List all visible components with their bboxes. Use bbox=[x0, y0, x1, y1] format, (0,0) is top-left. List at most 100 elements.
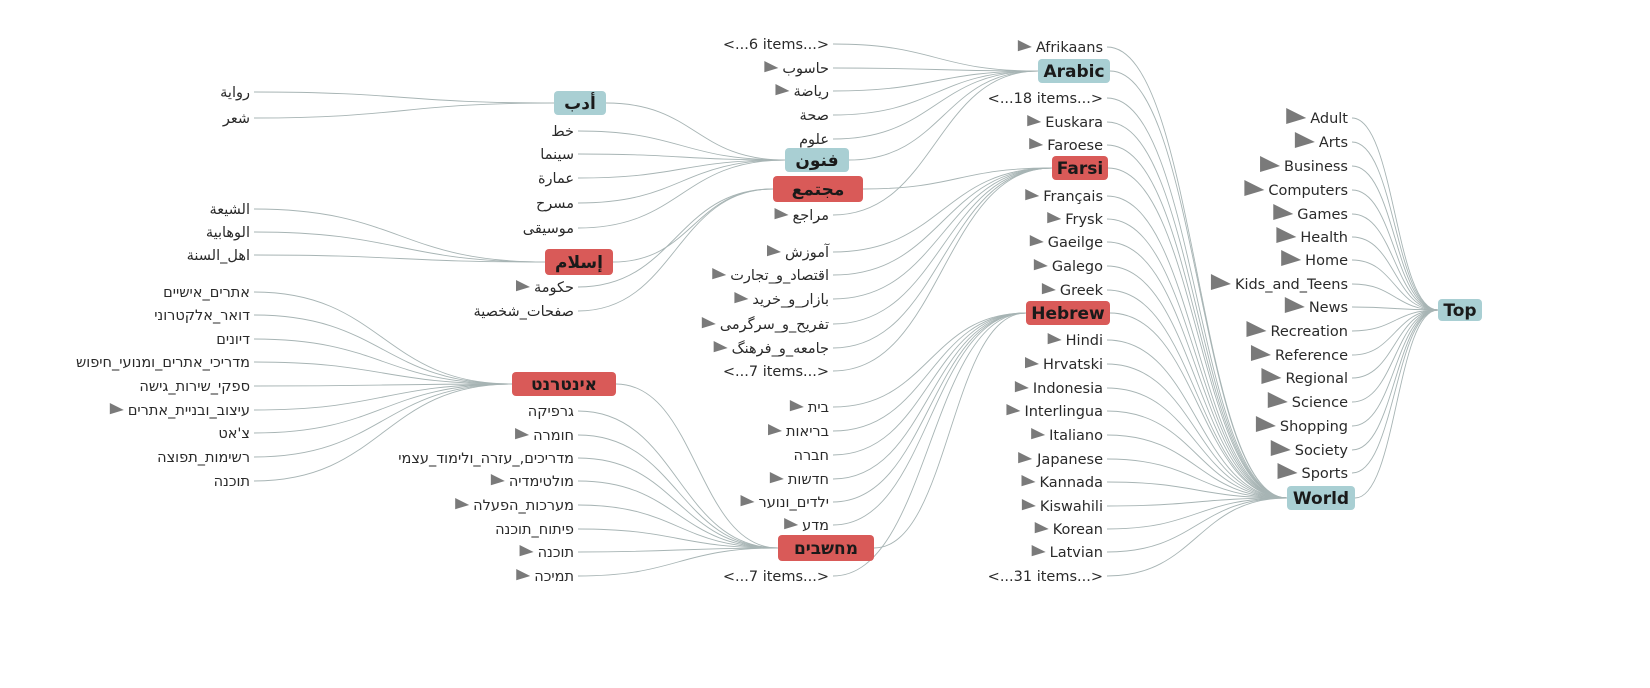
hub-node-islam[interactable]: إسلام bbox=[545, 249, 613, 275]
expand-arrow-icon[interactable] bbox=[734, 292, 749, 304]
tree-node-world-4[interactable]: Français bbox=[1025, 189, 1103, 205]
tree-node-arabic-0[interactable]: <...6 items...> bbox=[723, 37, 829, 53]
expand-arrow-icon[interactable] bbox=[455, 498, 470, 510]
expand-arrow-icon[interactable] bbox=[1031, 428, 1046, 440]
expand-arrow-icon[interactable] bbox=[519, 545, 534, 557]
tree-node-world-14[interactable]: Japanese bbox=[1018, 452, 1103, 468]
tree-node-islam-0[interactable]: الشيعة bbox=[209, 202, 250, 218]
expand-arrow-icon[interactable] bbox=[1025, 189, 1040, 201]
tree-node-mahshevim-1[interactable]: חומרה bbox=[515, 428, 574, 444]
tree-node-world-16[interactable]: Kiswahili bbox=[1021, 499, 1103, 515]
expand-arrow-icon[interactable] bbox=[1047, 212, 1062, 224]
tree-node-adab-1[interactable]: شعر bbox=[222, 111, 250, 127]
tree-node-top-1[interactable]: Arts bbox=[1294, 132, 1348, 151]
tree-node-top-14[interactable]: Society bbox=[1270, 440, 1349, 459]
expand-arrow-icon[interactable] bbox=[1261, 368, 1282, 384]
expand-arrow-icon[interactable] bbox=[1027, 115, 1042, 127]
tree-node-top-4[interactable]: Games bbox=[1273, 204, 1348, 223]
tree-node-hebrew-2[interactable]: חברה bbox=[793, 448, 829, 464]
expand-arrow-icon[interactable] bbox=[713, 341, 728, 353]
expand-arrow-icon[interactable] bbox=[109, 403, 124, 415]
tree-node-mahshevim-6[interactable]: תוכנה bbox=[519, 545, 574, 561]
tree-node-world-15[interactable]: Kannada bbox=[1021, 475, 1104, 491]
tree-node-internet-4[interactable]: ספקי_שירות_גישה bbox=[139, 379, 250, 395]
tree-node-world-3[interactable]: Faroese bbox=[1029, 138, 1103, 154]
tree-node-world-12[interactable]: Interlingua bbox=[1006, 404, 1103, 420]
tree-node-funun-2[interactable]: عمارة bbox=[538, 171, 574, 187]
tree-node-world-10[interactable]: Hrvatski bbox=[1025, 357, 1103, 373]
tree-node-farsi-0[interactable]: آموزش bbox=[767, 243, 830, 261]
expand-arrow-icon[interactable] bbox=[1021, 475, 1036, 487]
expand-arrow-icon[interactable] bbox=[1014, 381, 1029, 393]
expand-arrow-icon[interactable] bbox=[764, 61, 779, 73]
expand-arrow-icon[interactable] bbox=[740, 495, 755, 507]
hub-node-top[interactable]: Top bbox=[1438, 299, 1482, 321]
tree-node-top-9[interactable]: Recreation bbox=[1246, 321, 1348, 340]
expand-arrow-icon[interactable] bbox=[1294, 132, 1315, 148]
expand-arrow-icon[interactable] bbox=[775, 84, 790, 96]
expand-arrow-icon[interactable] bbox=[1267, 392, 1288, 408]
tree-node-farsi-3[interactable]: تفريح_و_سرگرمی bbox=[701, 316, 829, 333]
tree-node-arabic-2[interactable]: رياضة bbox=[775, 84, 829, 100]
tree-node-internet-7[interactable]: רשימות_תפוצה bbox=[157, 450, 250, 466]
expand-arrow-icon[interactable] bbox=[1029, 235, 1044, 247]
tree-node-top-8[interactable]: News bbox=[1284, 297, 1348, 316]
expand-arrow-icon[interactable] bbox=[515, 428, 530, 440]
hub-node-funun[interactable]: فنون bbox=[785, 148, 849, 172]
tree-node-islam-1[interactable]: الوهابية bbox=[206, 225, 250, 241]
tree-node-funun-4[interactable]: موسيقى bbox=[523, 221, 574, 237]
tree-node-top-10[interactable]: Reference bbox=[1250, 345, 1348, 364]
tree-node-mahshevim-5[interactable]: פיתוח_תוכנה bbox=[495, 522, 574, 538]
hub-node-hebrew[interactable]: Hebrew bbox=[1026, 301, 1110, 325]
tree-node-world-6[interactable]: Gaeilge bbox=[1029, 235, 1103, 251]
expand-arrow-icon[interactable] bbox=[768, 424, 783, 436]
tree-node-world-1[interactable]: <...18 items...> bbox=[988, 91, 1103, 107]
hub-node-farsi[interactable]: Farsi bbox=[1052, 156, 1108, 180]
tree-node-mahshevim-2[interactable]: מדריכים,_עזרה_ולימוד_עצמי bbox=[398, 451, 574, 467]
expand-arrow-icon[interactable] bbox=[1034, 522, 1049, 534]
tree-node-funun-0[interactable]: خط bbox=[551, 124, 574, 140]
tree-node-hebrew-3[interactable]: חדשות bbox=[769, 472, 829, 488]
tree-node-arabic-5[interactable]: مراجع bbox=[774, 208, 829, 224]
tree-node-top-11[interactable]: Regional bbox=[1261, 368, 1348, 387]
tree-node-mahshevim-0[interactable]: גרפיקה bbox=[528, 404, 574, 420]
hub-node-mujtama[interactable]: مجتمع bbox=[773, 176, 863, 202]
tree-node-world-13[interactable]: Italiano bbox=[1031, 428, 1103, 444]
expand-arrow-icon[interactable] bbox=[1047, 333, 1062, 345]
expand-arrow-icon[interactable] bbox=[1033, 259, 1048, 271]
expand-arrow-icon[interactable] bbox=[1017, 40, 1032, 52]
tree-node-internet-6[interactable]: צ'אט bbox=[218, 426, 250, 442]
tree-node-arabic-1[interactable]: حاسوب bbox=[764, 61, 829, 77]
tree-node-farsi-5[interactable]: <...7 items...> bbox=[723, 364, 829, 380]
tree-node-hebrew-6[interactable]: <...7 items...> bbox=[723, 569, 829, 585]
tree-node-farsi-2[interactable]: بازار_و_خريد bbox=[734, 292, 829, 308]
tree-node-mujtama-0[interactable]: حكومة bbox=[515, 280, 574, 296]
tree-node-top-0[interactable]: Adult bbox=[1286, 108, 1348, 127]
expand-arrow-icon[interactable] bbox=[769, 472, 784, 484]
tree-node-funun-1[interactable]: سينما bbox=[540, 147, 574, 163]
tree-node-top-6[interactable]: Home bbox=[1281, 250, 1348, 269]
tree-node-internet-3[interactable]: מדריכי_אתרים_ומנועי_חיפוש bbox=[76, 355, 250, 371]
expand-arrow-icon[interactable] bbox=[701, 317, 716, 329]
tree-node-top-5[interactable]: Health bbox=[1276, 227, 1348, 246]
tree-node-top-12[interactable]: Science bbox=[1267, 392, 1348, 411]
expand-arrow-icon[interactable] bbox=[1210, 274, 1231, 290]
expand-arrow-icon[interactable] bbox=[1025, 357, 1039, 369]
expand-arrow-icon[interactable] bbox=[490, 474, 505, 486]
expand-arrow-icon[interactable] bbox=[1021, 499, 1036, 511]
tree-node-world-8[interactable]: Greek bbox=[1041, 283, 1104, 299]
expand-arrow-icon[interactable] bbox=[1277, 463, 1298, 479]
expand-arrow-icon[interactable] bbox=[1029, 138, 1044, 150]
expand-arrow-icon[interactable] bbox=[1244, 180, 1265, 196]
tree-node-arabic-3[interactable]: صحة bbox=[800, 108, 829, 124]
tree-node-mujtama-1[interactable]: صفحات_شخصية bbox=[473, 304, 574, 320]
tree-node-mahshevim-7[interactable]: תמיכה bbox=[516, 569, 574, 585]
tree-node-hebrew-5[interactable]: מדע bbox=[784, 518, 829, 534]
tree-node-internet-1[interactable]: דואר_אלקטרוני bbox=[154, 308, 250, 324]
expand-arrow-icon[interactable] bbox=[1281, 250, 1302, 266]
tree-node-world-2[interactable]: Euskara bbox=[1027, 115, 1103, 131]
tree-node-internet-0[interactable]: אתרים_אישיים bbox=[163, 285, 250, 301]
tree-node-farsi-4[interactable]: جامعه_و_فرهنگ bbox=[713, 339, 829, 357]
expand-arrow-icon[interactable] bbox=[1276, 227, 1297, 243]
tree-node-internet-2[interactable]: דיונים bbox=[216, 332, 250, 348]
